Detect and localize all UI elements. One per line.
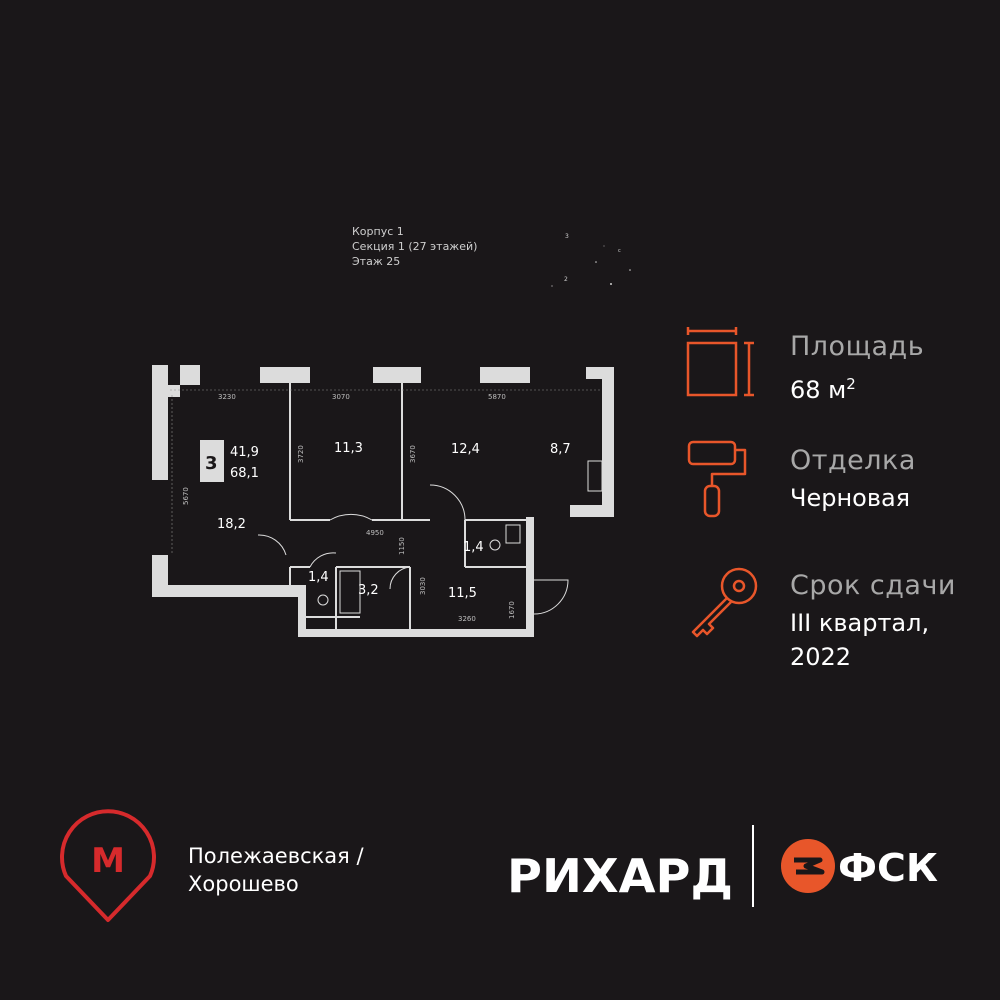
total-area: 68,1 [230,466,259,481]
room-area: 3,2 [358,583,379,598]
rikhard-logo: РИХАРД [507,849,733,902]
wall [260,367,310,383]
area-value: 68 м2 [790,368,856,406]
dimension-label: 4950 [366,529,384,537]
minimap-dot [603,245,605,247]
minimap-dot [595,261,597,263]
rooms-badge [200,440,224,482]
toilet [489,539,501,551]
building-minimap: 3 2 c [551,233,631,287]
door-swing [533,579,569,615]
dimension-label: 1670 [508,601,516,619]
korpus-label: Корпус 1 [352,225,404,238]
dimension-label: 3230 [218,393,236,401]
room-area: 1,4 [463,540,484,555]
room-area: 12,4 [451,442,480,457]
delivery-title: Срок сдачи [790,570,956,601]
fsk-emblem-mark [794,857,825,875]
wall [602,367,614,517]
door-swing [329,513,373,521]
dimension-label: 5870 [488,393,506,401]
plan-partitions [257,383,603,629]
metro-pin [60,809,156,922]
floor-label: Этаж 25 [352,255,401,268]
bathtub [339,570,361,614]
door-swing [389,566,411,590]
wall [298,585,306,637]
area-value-superscript: 2 [846,375,856,393]
dimension-label: 3670 [409,445,417,463]
fsk-logo: ФСК [781,839,938,893]
key-icon [691,567,758,638]
minimap-label-2: 2 [564,276,568,283]
sink [505,524,521,544]
living-area: 41,9 [230,445,259,460]
toilet [317,594,329,606]
finish-title: Отделка [790,445,916,476]
dimension-label: 3070 [332,393,350,401]
dimension-label: 3030 [419,577,427,595]
developer-name: ФСК [838,846,938,890]
dimension-label: 3260 [458,615,476,623]
rooms-count: 3 [205,453,218,474]
minimap-label-3: 3 [565,233,569,240]
plan-walls [152,365,614,637]
wall [373,367,421,383]
delivery-value-line2: 2022 [790,643,852,671]
room-area: 11,5 [448,586,477,601]
door-swing [257,534,287,556]
wall [298,629,534,637]
door-swing [429,484,466,521]
delivery-value-line1: III квартал, [790,609,930,637]
wall [152,585,300,597]
dimension-label: 1150 [398,537,406,555]
room-area: 11,3 [334,441,363,456]
area-value-text: 68 м [790,376,847,404]
project-name: РИХАРД [507,849,733,902]
dimension-label: 3720 [297,445,305,463]
wall [480,367,530,383]
minimap-dot [610,283,612,285]
metro-station: Полежаевская / Хорошево [188,842,364,898]
wall [526,517,534,637]
metro-icon: М [60,809,156,922]
area-icon [686,327,754,397]
room-area: 18,2 [217,517,246,532]
paint-roller-icon [687,440,747,518]
wall [180,365,200,385]
minimap-dot [551,285,553,287]
metro-letter: М [91,841,125,881]
room-area: 8,7 [550,442,571,457]
metro-line1: Полежаевская / [188,844,364,868]
dimension-lines [170,389,602,555]
minimap-dot [629,269,631,271]
metro-line2: Хорошево [188,872,299,896]
wall [168,385,180,397]
door-swing [309,552,337,568]
wall [152,365,168,480]
kitchen-counter [587,460,603,492]
building-info: Корпус 1 Секция 1 (27 этажей) Этаж 25 [352,224,477,269]
room-area: 1,4 [308,570,329,585]
brand-divider [752,825,754,907]
finish-value: Черновая [790,484,911,512]
dimension-label: 5670 [182,487,190,505]
area-title: Площадь [790,331,925,362]
wall [570,505,614,517]
minimap-label-c: c [618,248,621,254]
floor-plan: 3230 3070 5870 5670 3720 3670 4950 1150 … [152,365,614,637]
section-label: Секция 1 (27 этажей) [352,240,478,253]
